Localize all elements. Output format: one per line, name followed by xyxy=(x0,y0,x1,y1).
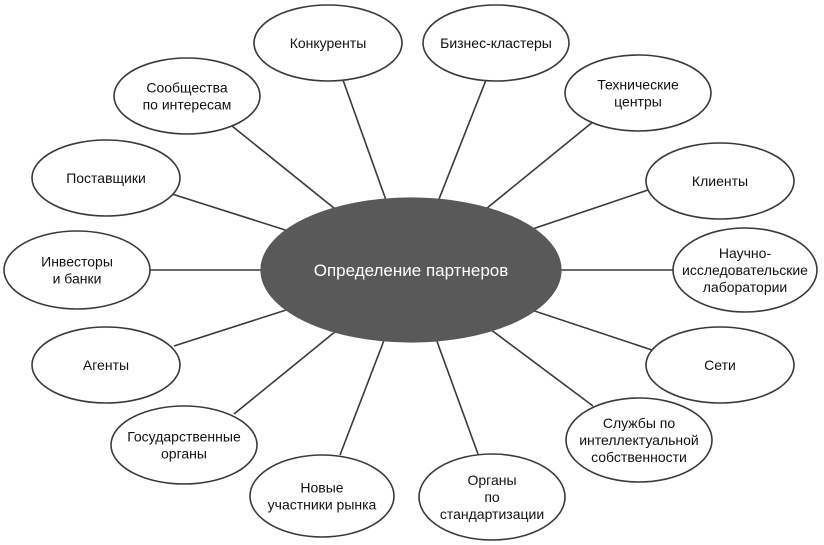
node-label-new-market-entrants-line-2: участники рынка xyxy=(268,497,377,513)
node-suppliers: Поставщики xyxy=(31,139,181,217)
node-label-standardization-bodies-line-1: Органы xyxy=(467,472,516,488)
node-label-research-labs-line-1: Научно- xyxy=(719,245,772,261)
node-ellipse-competitors xyxy=(253,4,403,82)
center-label: Определение партнеров xyxy=(314,261,509,280)
node-label-standardization-bodies-line-3: стандартизации xyxy=(440,506,544,522)
node-ellipse-clients xyxy=(645,142,795,220)
partner-nodes: Конкуренты Бизнес-кластерыТехническиецент… xyxy=(3,4,818,541)
node-label-investors-banks-line-2: и банки xyxy=(53,271,102,287)
node-ellipse-investors-banks xyxy=(3,230,151,310)
node-label-suppliers-line-1: Поставщики xyxy=(66,170,146,186)
node-label-government-bodies-line-1: Государственные xyxy=(127,429,241,445)
node-business-clusters: Бизнес-кластеры xyxy=(422,4,570,82)
node-label-competitors-line-1: Конкуренты xyxy=(290,35,367,51)
node-label-agents-line-1: Агенты xyxy=(83,357,129,373)
center-node: Определение партнеров xyxy=(260,197,562,343)
node-agents: Агенты xyxy=(31,326,181,404)
node-label-business-clusters-line-1: Бизнес-кластеры xyxy=(440,35,552,51)
node-label-government-bodies-line-2: органы xyxy=(161,446,207,462)
node-label-research-labs-line-3: лаборатории xyxy=(703,279,788,295)
center-ellipse xyxy=(260,197,562,343)
node-label-interest-communities-line-1: Сообщества xyxy=(146,80,228,96)
node-label-clients-line-1: Клиенты xyxy=(692,173,748,189)
node-ellipse-technical-centers xyxy=(564,54,712,132)
node-label-standardization-bodies-line-2: по xyxy=(484,489,500,505)
node-label-ip-services-line-3: собственности xyxy=(591,449,687,465)
node-label-new-market-entrants-line-1: Новые xyxy=(300,480,343,496)
node-ellipse-networks xyxy=(645,326,795,404)
node-competitors: Конкуренты xyxy=(253,4,403,82)
node-clients: Клиенты xyxy=(645,142,795,220)
node-ellipse-agents xyxy=(31,326,181,404)
node-ellipse-ip-services xyxy=(565,397,713,483)
node-label-networks-line-1: Сети xyxy=(704,357,736,373)
node-ellipse-business-clusters xyxy=(422,4,570,82)
node-label-ip-services-line-2: интеллектуальной xyxy=(579,432,699,448)
node-ellipse-government-bodies xyxy=(110,405,258,485)
node-label-research-labs-line-2: исследовательские xyxy=(682,262,808,278)
node-ellipse-interest-communities xyxy=(113,57,261,135)
node-label-interest-communities-line-2: по интересам xyxy=(143,97,232,113)
node-label-technical-centers-line-1: Технические xyxy=(597,77,679,93)
node-label-ip-services-line-1: Службы по xyxy=(603,415,676,431)
node-networks: Сети xyxy=(645,326,795,404)
node-ellipse-suppliers xyxy=(31,139,181,217)
node-ellipse-standardization-bodies xyxy=(418,453,566,541)
node-label-investors-banks-line-1: Инвесторы xyxy=(41,254,113,270)
node-ellipse-research-labs xyxy=(672,227,818,313)
node-ellipse-new-market-entrants xyxy=(249,454,395,538)
node-label-technical-centers-line-2: центры xyxy=(614,94,662,110)
